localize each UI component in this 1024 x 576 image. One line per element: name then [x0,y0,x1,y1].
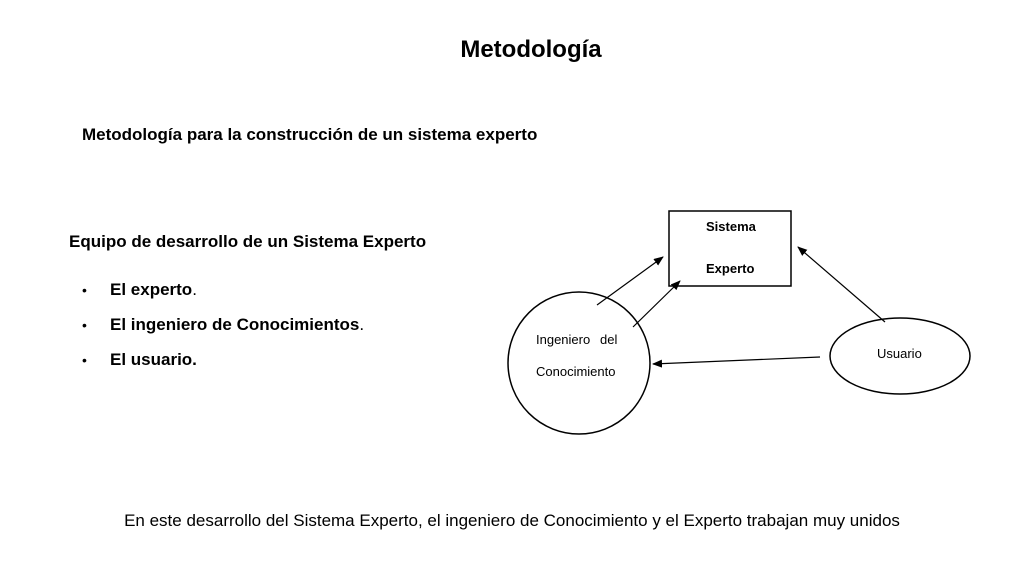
team-list: • El experto. • El ingeniero de Conocimi… [82,280,364,385]
usuario-ellipse: Usuario [829,317,971,395]
ingeniero-line2: del [600,332,617,347]
ingeniero-line3: Conocimiento [536,364,616,379]
team-item-label: El usuario. [110,350,197,369]
arrow-ingeniero-to-sistema-lower [632,280,681,328]
bullet-icon: • [82,317,87,333]
arrow-usuario-to-sistema [797,246,886,323]
usuario-label: Usuario [877,346,922,361]
sistema-experto-diagram: Sistema Experto Ingeniero del Conocimien… [507,210,971,435]
team-heading: Equipo de desarrollo de un Sistema Exper… [69,232,427,251]
list-item: • El experto. [82,280,364,315]
sistema-box-line1: Sistema [706,219,757,234]
list-item: • El usuario. [82,350,364,385]
bullet-icon: • [82,352,87,368]
ingeniero-conocimiento-circle: Ingeniero del Conocimiento [507,291,651,435]
arrow-ingeniero-to-sistema-upper [596,256,664,306]
team-item-punct: . [359,315,365,334]
arrow-usuario-to-ingeniero [652,356,821,368]
sistema-box-line2: Experto [706,261,754,276]
team-item-punct: . [192,280,197,299]
ingeniero-line1: Ingeniero [536,332,590,347]
team-item-label: El ingeniero de Conocimientos [110,315,360,334]
team-item-label: El experto [110,280,193,299]
page-title: Metodología [460,36,602,63]
page-subtitle: Metodología para la construcción de un s… [82,125,538,144]
footer-note: En este desarrollo del Sistema Experto, … [124,511,900,530]
bullet-icon: • [82,282,87,298]
sistema-experto-box: Sistema Experto [668,210,792,287]
list-item: • El ingeniero de Conocimientos. [82,315,364,350]
